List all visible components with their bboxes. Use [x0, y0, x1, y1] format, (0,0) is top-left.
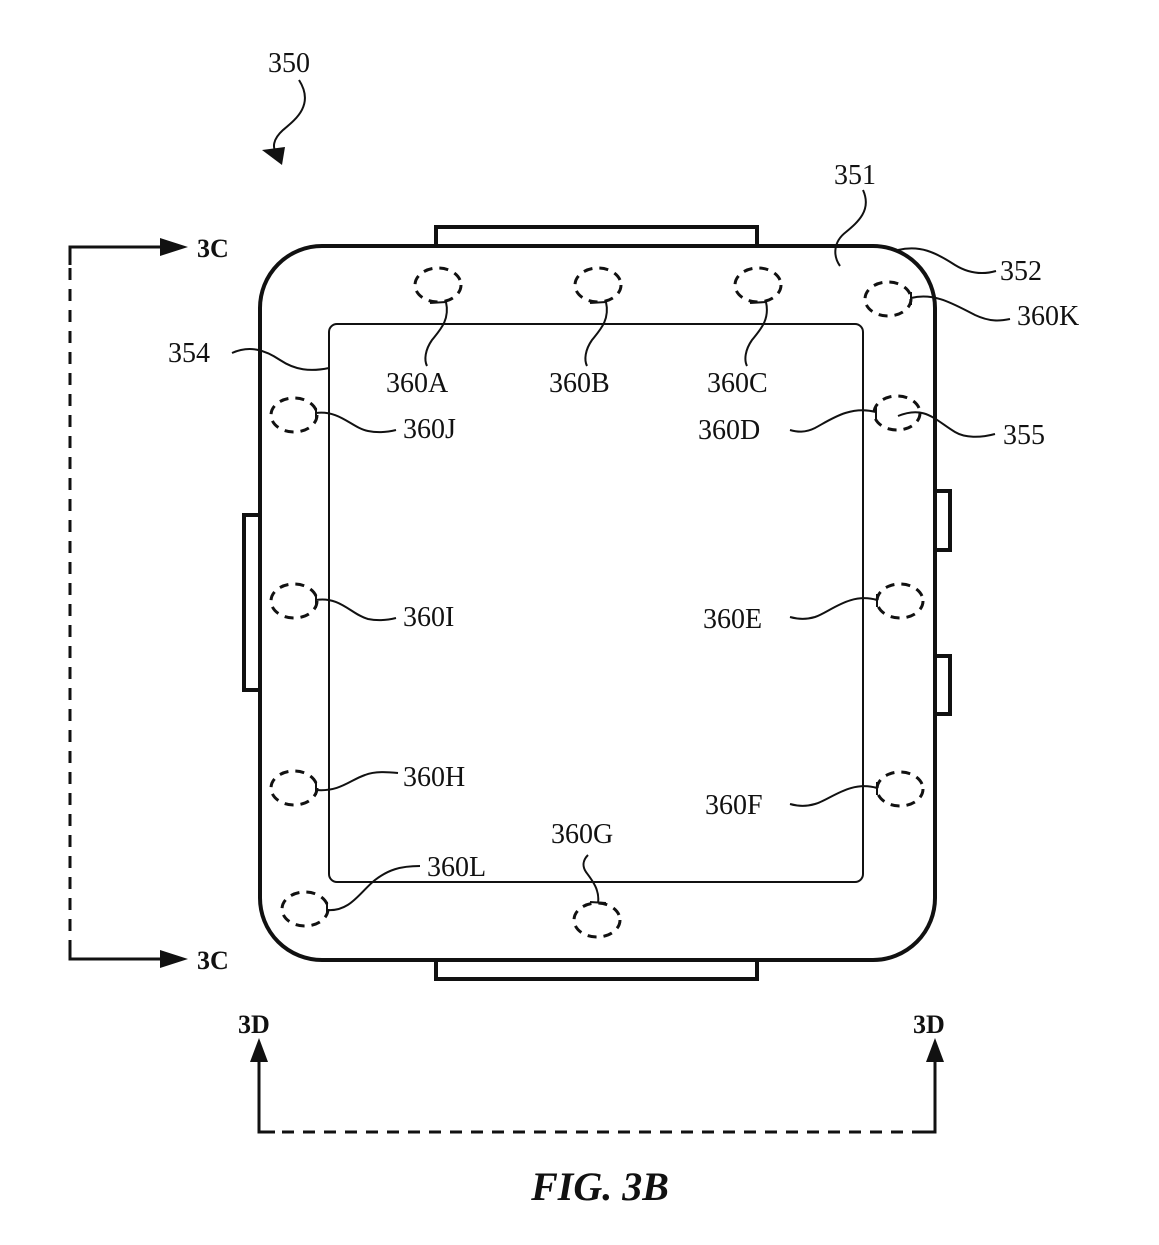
label-352: 352: [1000, 256, 1042, 287]
sensor-360C: [733, 266, 783, 304]
label-351: 351: [834, 160, 876, 191]
leader-360F: [789, 782, 878, 807]
sensor-360J: [269, 396, 319, 434]
label-360K: 360K: [1017, 301, 1079, 332]
label-350: 350: [268, 48, 310, 79]
sensor-360B: [573, 266, 623, 304]
bottom-band: [434, 960, 759, 981]
display-outline: [328, 323, 864, 883]
leader-351: [834, 189, 867, 267]
sensor-360G: [572, 901, 622, 939]
section-3c-bottom-line: [68, 942, 165, 961]
leader-354: [231, 348, 330, 371]
leader-360I: [315, 595, 397, 622]
arrow-350-icon: [262, 147, 285, 165]
section-3d-left-label: 3D: [238, 1010, 270, 1039]
label-360C: 360C: [707, 368, 768, 399]
leader-360L: [326, 865, 421, 915]
sensor-360L: [280, 890, 330, 928]
right-button-upper: [935, 489, 952, 552]
figure-caption: FIG. 3B: [530, 1164, 669, 1209]
sensor-360K: [863, 280, 913, 318]
leader-360J: [315, 408, 397, 434]
label-354: 354: [168, 338, 210, 369]
sensor-360A: [413, 266, 463, 304]
label-360F: 360F: [705, 790, 763, 821]
section-3c-top-label: 3C: [197, 234, 229, 263]
label-360J: 360J: [403, 414, 456, 445]
section-3d-left-line: [257, 1058, 275, 1134]
label-360D: 360D: [698, 415, 760, 446]
leader-360C: [744, 301, 768, 367]
section-3c-bottom-label: 3C: [197, 946, 229, 975]
section-3c-bottom-arrow-icon: [160, 950, 188, 968]
leader-360E: [789, 594, 878, 620]
section-3d-right-arrow-icon: [926, 1038, 944, 1062]
leader-360K: [910, 292, 1011, 322]
section-3d-right-label: 3D: [913, 1010, 945, 1039]
label-360B: 360B: [549, 368, 610, 399]
sensor-360E: [875, 582, 925, 620]
label-355: 355: [1003, 420, 1045, 451]
leader-360H: [315, 771, 399, 795]
leader-360G: [582, 854, 607, 904]
leader-360B: [584, 301, 608, 367]
leader-355: [897, 411, 996, 438]
label-360E: 360E: [703, 604, 762, 635]
leader-352: [897, 247, 997, 274]
section-3c-top-arrow-icon: [160, 238, 188, 256]
label-360H: 360H: [403, 762, 465, 793]
section-3d-right-line: [918, 1058, 937, 1134]
label-360G: 360G: [551, 819, 613, 850]
label-360I: 360I: [403, 602, 454, 633]
right-button-lower: [935, 654, 952, 716]
leader-360D: [789, 406, 877, 433]
sensor-360I: [269, 582, 319, 620]
sensor-360H: [269, 769, 319, 807]
section-3d-left-arrow-icon: [250, 1038, 268, 1062]
section-3c-top-line: [68, 245, 165, 265]
label-360A: 360A: [386, 368, 449, 399]
sensor-360F: [875, 770, 925, 808]
label-360L: 360L: [427, 852, 486, 883]
left-side-button: [242, 513, 260, 692]
housing-outline: [258, 244, 937, 962]
leader-360A: [424, 301, 448, 367]
top-band: [434, 225, 759, 246]
leader-350: [273, 79, 306, 153]
